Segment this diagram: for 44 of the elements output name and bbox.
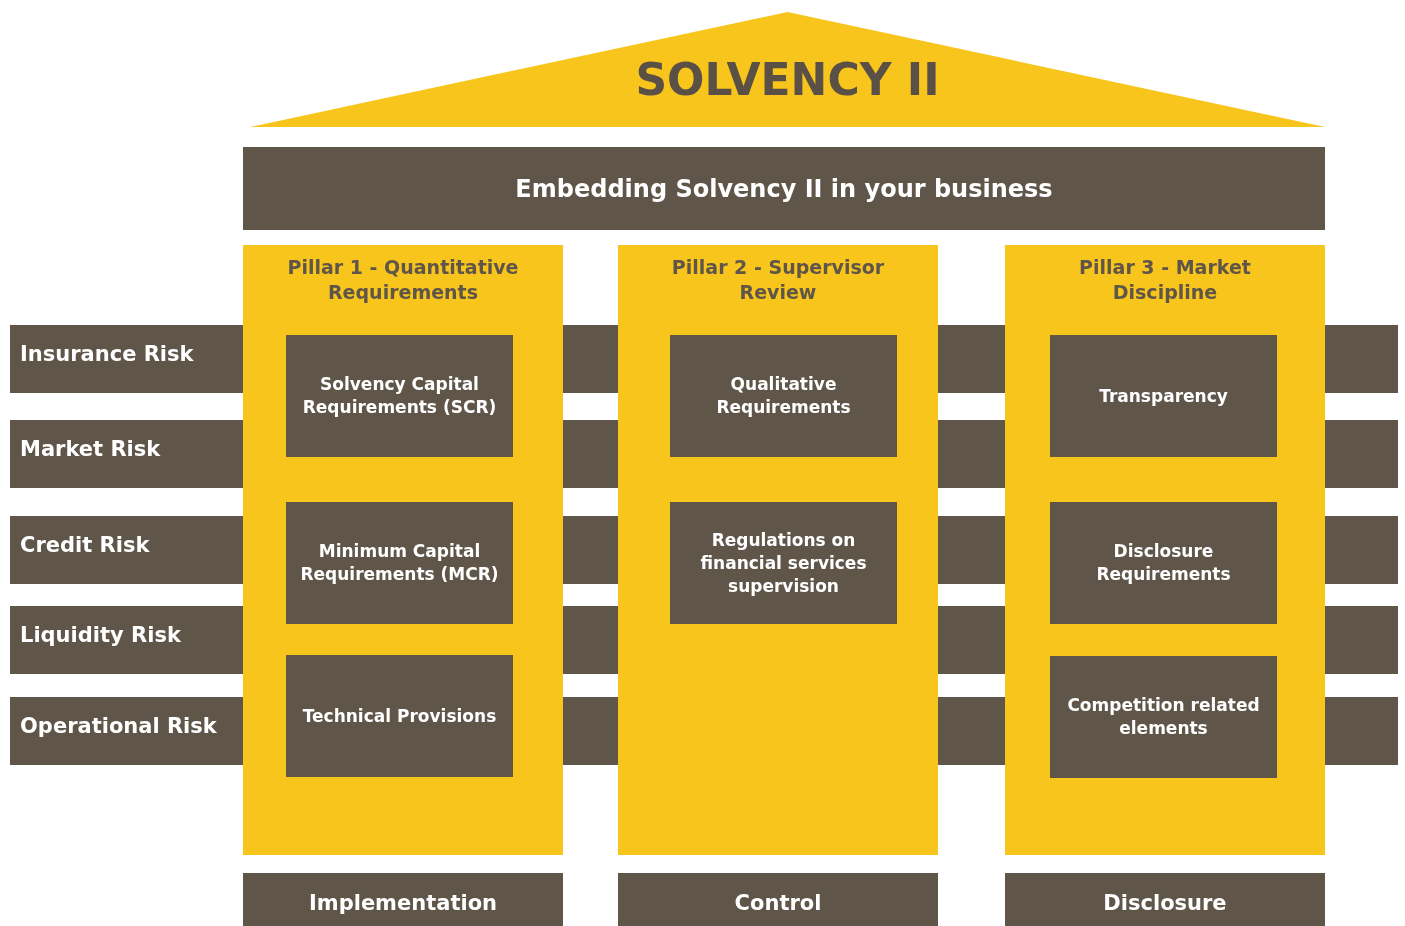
risk-band: [10, 516, 243, 584]
risk-band: [10, 606, 243, 674]
band-label: Credit Risk: [20, 533, 150, 557]
requirement-box: Solvency Capital Requirements (SCR): [286, 335, 513, 457]
band-segment: [563, 420, 618, 488]
band-segment: [1325, 420, 1398, 488]
band-segment: [563, 606, 618, 674]
band-segment: [1325, 606, 1398, 674]
band-label: Market Risk: [20, 437, 161, 461]
risk-band: [10, 697, 243, 765]
pillar: [243, 245, 563, 855]
band-segment: [1325, 516, 1398, 584]
risk-band: [10, 420, 243, 488]
requirement-box: Transparency: [1050, 335, 1277, 457]
pillar-heading: Pillar 3 - Market Discipline: [1078, 255, 1252, 305]
pillar-base: Disclosure: [1005, 873, 1325, 926]
band-label: Insurance Risk: [20, 342, 194, 366]
band-segment: [563, 516, 618, 584]
requirement-box: Disclosure Requirements: [1050, 502, 1277, 624]
band-segment: [938, 420, 1005, 488]
band-segment: [563, 325, 618, 393]
band-segment: [938, 697, 1005, 765]
band-segment: [1325, 325, 1398, 393]
band-label: Liquidity Risk: [20, 623, 181, 647]
banner-bar: Embedding Solvency II in your business: [243, 147, 1325, 230]
band-segment: [938, 325, 1005, 393]
requirement-box: Qualitative Requirements: [670, 335, 897, 457]
band-segment: [938, 516, 1005, 584]
requirement-box: Regulations on financial services supervision: [670, 502, 897, 624]
band-segment: [563, 697, 618, 765]
band-label: Operational Risk: [20, 714, 217, 738]
pillar: [1005, 245, 1325, 855]
pillar-base: Implementation: [243, 873, 563, 926]
pillar-base: Control: [618, 873, 938, 926]
band-segment: [938, 606, 1005, 674]
requirement-box: Competition related elements: [1050, 656, 1277, 778]
roof-heading: SOLVENCY II: [635, 54, 940, 105]
band-segment: [1325, 697, 1398, 765]
pillar: [618, 245, 938, 855]
risk-band: [10, 325, 243, 393]
pillar-heading: Pillar 1 - Quantitative Requirements: [286, 255, 520, 305]
requirement-box: Minimum Capital Requirements (MCR): [286, 502, 513, 624]
requirement-box: Technical Provisions: [286, 655, 513, 777]
pillar-heading: Pillar 2 - Supervisor Review: [670, 255, 886, 305]
